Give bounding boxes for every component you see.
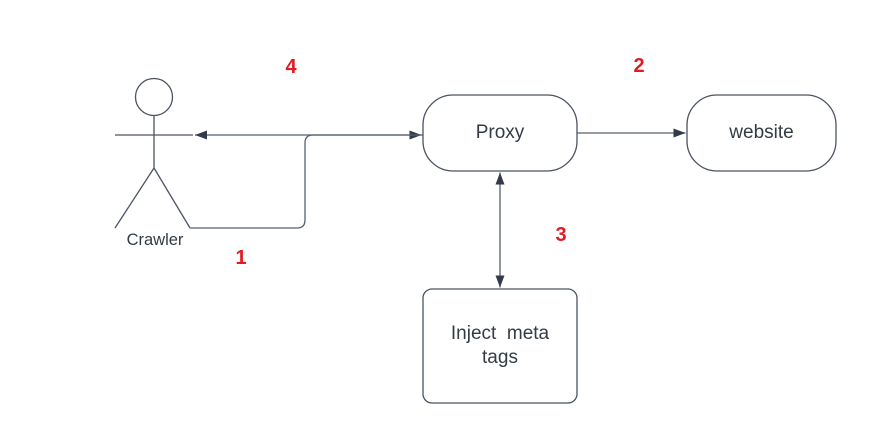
step-label-4: 4 bbox=[285, 56, 297, 78]
node-crawler-actor bbox=[114, 77, 193, 229]
node-website bbox=[686, 94, 837, 172]
inject-meta-tags-label: Inject meta tags bbox=[450, 323, 550, 368]
crawler-label: Crawler bbox=[126, 231, 184, 249]
website-label: website bbox=[729, 122, 794, 143]
actor-head bbox=[134, 77, 174, 117]
step-label-1: 1 bbox=[235, 247, 247, 269]
node-proxy bbox=[422, 94, 578, 172]
step-label-2: 2 bbox=[633, 55, 645, 77]
proxy-label: Proxy bbox=[475, 122, 525, 143]
step-label-3: 3 bbox=[555, 224, 567, 246]
actor-right-leg-line bbox=[153, 167, 191, 229]
actor-left-leg-line bbox=[114, 167, 155, 229]
node-inject-meta-tags bbox=[422, 288, 578, 404]
edge-1-crawler-to-proxy bbox=[190, 130, 422, 229]
